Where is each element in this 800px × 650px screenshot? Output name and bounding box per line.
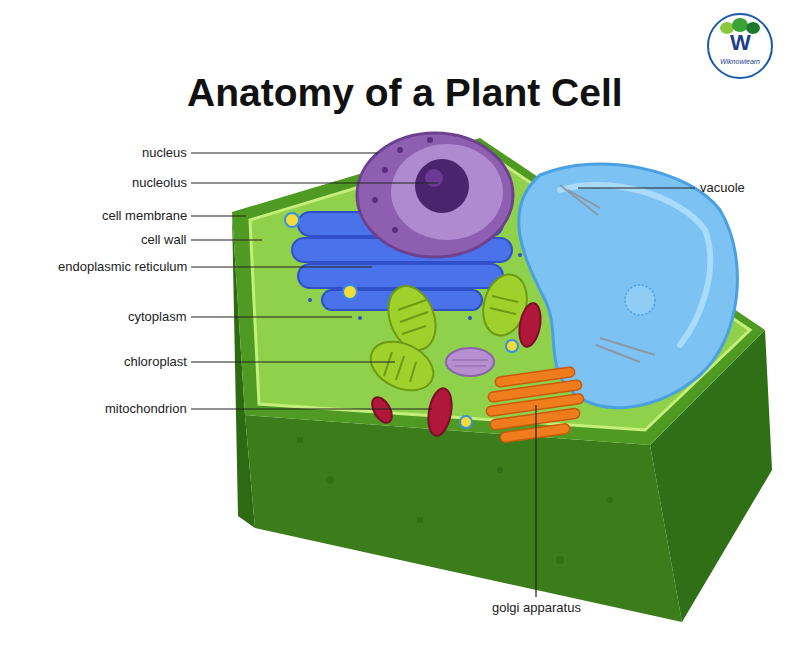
nucleus — [357, 133, 513, 257]
vesicle — [506, 340, 518, 352]
cell-wall — [326, 476, 334, 484]
vacuole — [625, 285, 655, 315]
logo-letter: W — [730, 31, 751, 55]
part-label: nucleolus — [132, 175, 187, 191]
nucleus — [392, 227, 398, 233]
part-label: vacuole — [700, 180, 745, 196]
endoplasmic-reticulum — [518, 253, 522, 257]
cell-wall — [556, 556, 564, 564]
cell-wall — [497, 467, 503, 473]
chloroplast — [400, 312, 428, 322]
leader-line — [191, 152, 378, 153]
mitochondrion — [368, 394, 396, 426]
leader-line — [578, 187, 695, 188]
vesicle — [454, 366, 486, 367]
vacuole — [560, 185, 710, 345]
part-label: mitochondrion — [105, 401, 187, 417]
chloroplast — [396, 356, 404, 380]
nucleolus — [425, 169, 443, 187]
chloroplast — [492, 296, 518, 302]
vesicle — [460, 416, 472, 428]
vacuole — [600, 338, 655, 355]
vacuole — [560, 185, 598, 215]
leader-line — [191, 182, 438, 183]
cell-wall — [417, 517, 423, 523]
chloroplast — [398, 300, 426, 310]
chloroplast — [410, 362, 416, 382]
part-label: golgi apparatus — [492, 600, 581, 616]
endoplasmic-reticulum — [358, 316, 362, 320]
logo-badge — [732, 18, 748, 32]
nucleus — [397, 147, 403, 153]
nucleus — [382, 167, 388, 173]
leader-line — [191, 361, 395, 362]
vesicle — [452, 360, 488, 361]
leader-line — [191, 153, 695, 597]
chloroplast — [490, 308, 516, 314]
leader-line — [535, 405, 536, 597]
vacuole — [596, 345, 640, 362]
vesicle — [343, 285, 357, 299]
golgi-apparatus — [500, 423, 571, 443]
cell-wall — [297, 437, 303, 443]
nucleolus — [415, 159, 469, 213]
part-label: cytoplasm — [128, 309, 187, 325]
nucleus — [357, 133, 513, 257]
part-label: nucleus — [142, 145, 187, 161]
cell-wall — [245, 415, 682, 622]
part-label: cell wall — [141, 232, 187, 248]
leader-line — [191, 239, 262, 240]
vacuole — [568, 190, 600, 208]
chloroplast — [363, 332, 441, 400]
nucleus — [372, 197, 378, 203]
mitochondrion — [425, 386, 455, 437]
golgi-apparatus — [486, 366, 584, 442]
leader-line — [191, 266, 372, 267]
endoplasmic-reticulum — [308, 298, 312, 302]
nucleolus — [415, 159, 469, 213]
logo-wordmark: Wiknowlearn — [720, 58, 760, 66]
logo-badge — [708, 14, 772, 78]
cell-wall — [607, 497, 613, 503]
cell-wall — [232, 138, 765, 445]
leader-line — [191, 408, 432, 409]
leader-line — [191, 215, 246, 216]
vesicle — [446, 348, 494, 376]
endoplasmic-reticulum — [468, 316, 472, 320]
part-label: cell membrane — [102, 208, 187, 224]
vesicle — [285, 213, 299, 227]
vesicle — [285, 213, 518, 428]
mitochondrion — [516, 302, 543, 349]
part-label: chloroplast — [124, 354, 187, 370]
nucleus — [391, 144, 503, 240]
leader-line — [191, 316, 352, 317]
page-title: Anatomy of a Plant Cell — [187, 70, 623, 116]
part-label: endoplasmic reticulum — [58, 259, 187, 275]
chloroplast — [402, 326, 426, 334]
logo-badge — [708, 14, 772, 78]
nucleus — [427, 137, 433, 143]
chloroplast — [384, 352, 392, 376]
